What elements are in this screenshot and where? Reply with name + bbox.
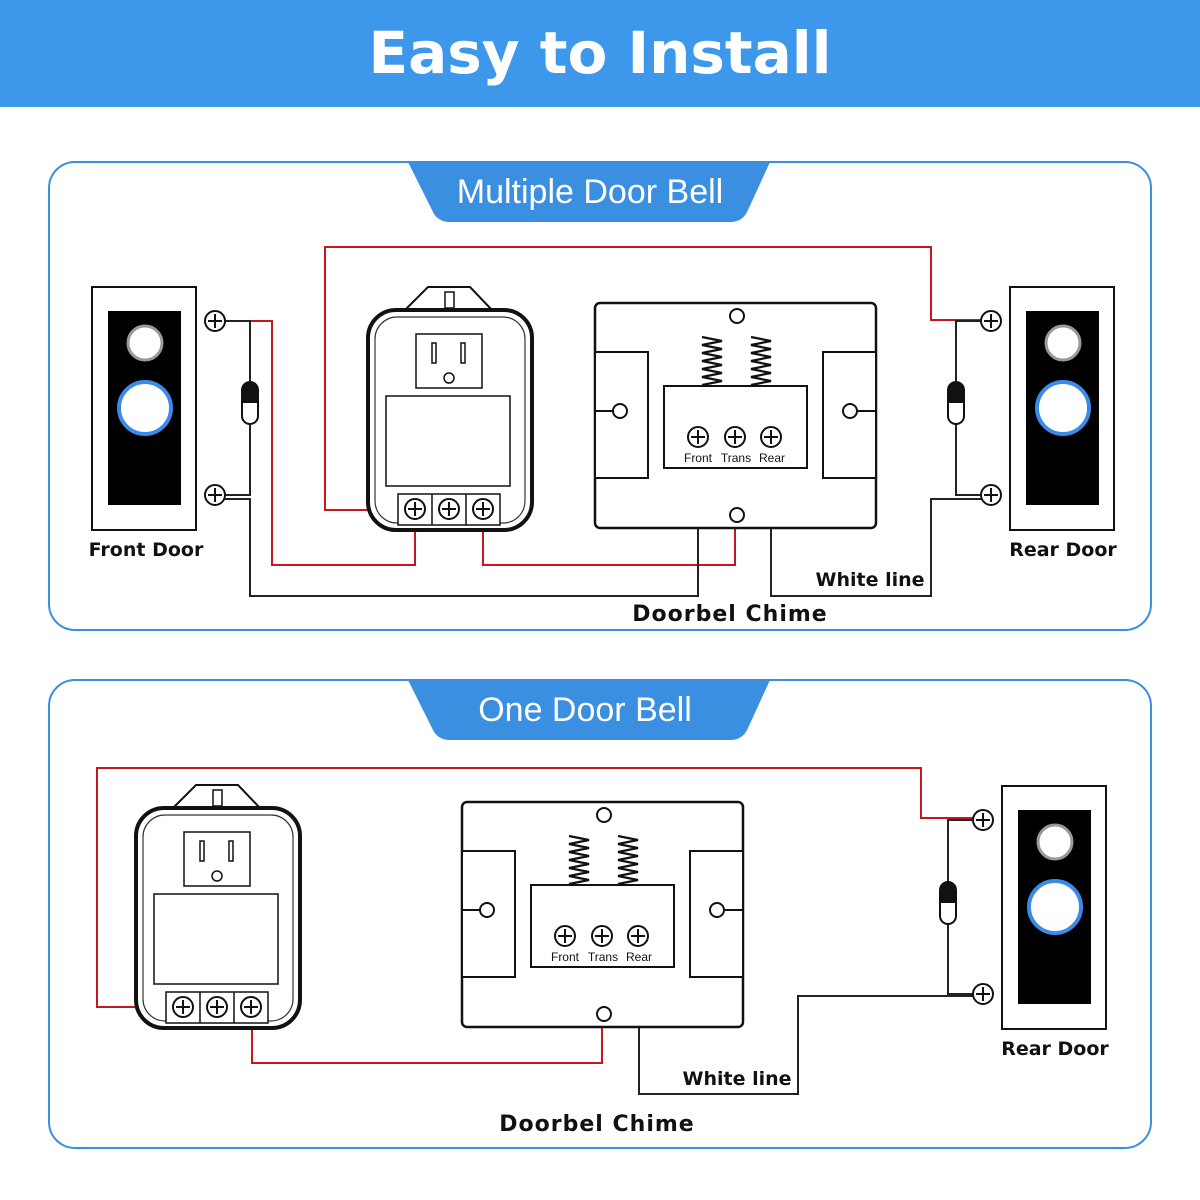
rear-doorbell-icon xyxy=(1000,784,1108,1031)
transformer-icon xyxy=(136,785,300,1028)
terminal-label-trans: Trans xyxy=(721,451,751,465)
panel-title: One Door Bell xyxy=(478,691,692,729)
screw-terminal-icon xyxy=(980,310,1002,332)
panel-tab xyxy=(408,680,770,740)
screw-terminal-icon xyxy=(972,809,994,831)
white-line-label: White line xyxy=(682,1068,791,1090)
screw-terminal-icon xyxy=(980,484,1002,506)
panel-tab xyxy=(408,162,770,222)
screw-terminal-icon xyxy=(204,310,226,332)
rear-doorbell-icon xyxy=(1008,285,1116,532)
panel-title: Multiple Door Bell xyxy=(457,173,723,211)
front-doorbell-icon xyxy=(90,285,198,532)
page-title: Easy to Install xyxy=(368,19,831,87)
panel-one-door-bell: One Door Bell Front Trans Rear Rear Door… xyxy=(48,679,1152,1149)
terminal-label-front: Front xyxy=(684,451,713,465)
fuse-icon xyxy=(947,381,965,425)
chime-label: Doorbel Chime xyxy=(632,602,827,627)
terminal-label-trans: Trans xyxy=(588,950,618,964)
terminal-label-rear: Rear xyxy=(626,950,652,964)
terminal-label-front: Front xyxy=(551,950,580,964)
fuse-icon xyxy=(939,881,957,925)
front-door-label: Front Door xyxy=(89,539,204,561)
chime-label: Doorbel Chime xyxy=(499,1112,694,1137)
chime-icon xyxy=(462,802,743,1027)
screw-terminal-icon xyxy=(204,484,226,506)
fuse-icon xyxy=(241,381,259,425)
rear-door-label: Rear Door xyxy=(1001,1038,1109,1060)
chime-icon xyxy=(595,303,876,528)
white-line-label: White line xyxy=(815,569,924,591)
transformer-icon xyxy=(368,287,532,530)
header-banner xyxy=(0,0,1200,107)
rear-door-label: Rear Door xyxy=(1009,539,1117,561)
panel-multiple-door-bell: Multiple Door Bell Front Door Front Tran… xyxy=(48,161,1152,631)
terminal-label-rear: Rear xyxy=(759,451,785,465)
screw-terminal-icon xyxy=(972,983,994,1005)
